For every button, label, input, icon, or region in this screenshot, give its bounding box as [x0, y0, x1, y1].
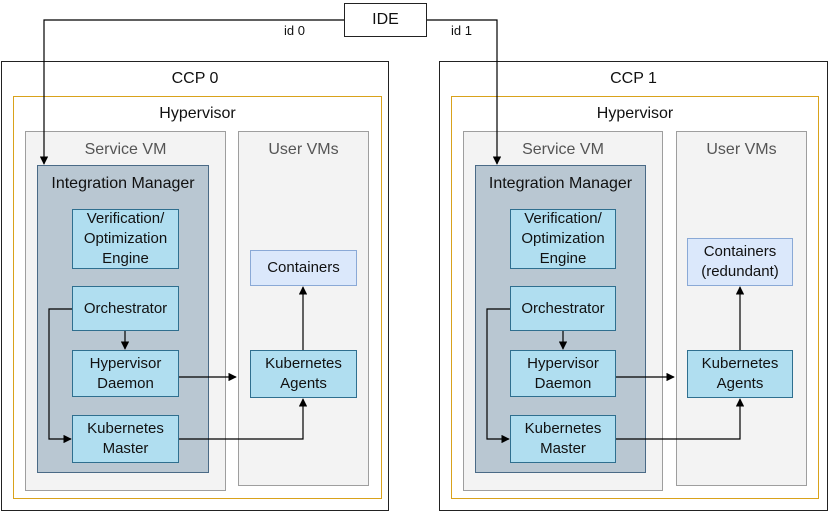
ide-link-label-1: id 1 [451, 23, 472, 38]
ccp-0-hypervisor-daemon: Hypervisor Daemon [72, 350, 179, 397]
ccp-0-master-to-agents-arrow [179, 398, 308, 440]
ccp-1-user-vms-label: User VMs [706, 141, 777, 158]
ccp-0-hypervisor-label: Hypervisor [159, 105, 236, 122]
ccp-1-title: CCP 1 [610, 70, 657, 87]
ccp-0-integration-manager-label: Integration Manager [51, 175, 195, 192]
ccp-0-verification-engine: Verification/ Optimization Engine [72, 209, 179, 269]
ccp-1-integration-manager-label: Integration Manager [488, 175, 633, 192]
ide-box: IDE [344, 3, 427, 37]
ccp-1-master-to-agents-arrow [616, 398, 745, 440]
ccp-0-title: CCP 0 [171, 70, 219, 87]
ccp-1-service-vm-label: Service VM [522, 141, 604, 158]
ccp-1-orchestrator: Orchestrator [510, 286, 616, 331]
ccp-0-containers: Containers [250, 250, 357, 286]
ccp-1-verification-engine: Verification/ Optimization Engine [510, 209, 616, 269]
ccp-0-kubernetes-master: Kubernetes Master [72, 415, 179, 463]
ccp-0-service-vm-label: Service VM [84, 141, 167, 158]
ccp-0-orchestrator-to-master-arrow [48, 308, 72, 444]
ccp-1-hypervisor-label: Hypervisor [596, 105, 674, 122]
ccp-1-user-vms: User VMs [676, 131, 807, 486]
ccp-1-hypervisor-daemon: Hypervisor Daemon [510, 350, 616, 397]
ide-to-ccp-1-arrow [427, 19, 502, 165]
ccp-1-kubernetes-master: Kubernetes Master [510, 415, 616, 463]
ccp-1-containers: Containers (redundant) [687, 238, 793, 286]
ide-to-ccp-0-arrow [39, 19, 344, 165]
ccp-0-user-vms-label: User VMs [268, 141, 339, 158]
ccp-0-orchestrator: Orchestrator [72, 286, 179, 331]
ccp-0-kubernetes-agents: Kubernetes Agents [250, 350, 357, 398]
ccp-1-kubernetes-agents: Kubernetes Agents [687, 350, 793, 398]
ccp-1-orchestrator-to-master-arrow [486, 308, 510, 444]
ide-link-label-0: id 0 [284, 23, 305, 38]
